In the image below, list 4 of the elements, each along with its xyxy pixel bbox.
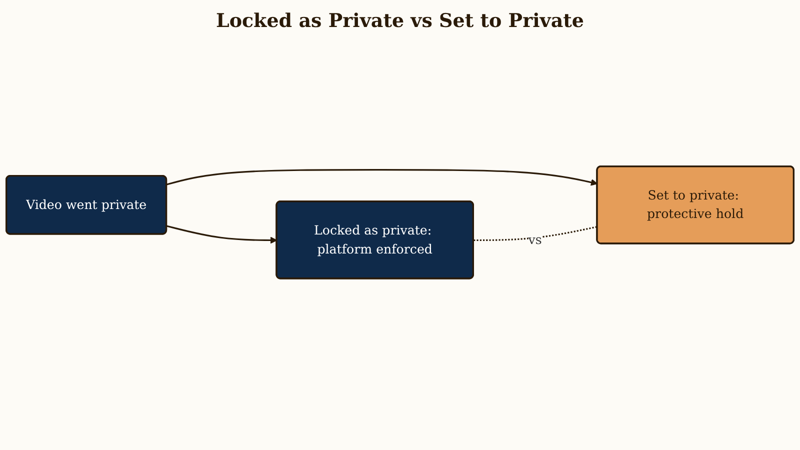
arrow <box>166 224 278 244</box>
arrow <box>166 168 598 186</box>
title: Locked as Private vs Set to Private <box>214 10 586 32</box>
edge-label: vs <box>528 232 542 247</box>
